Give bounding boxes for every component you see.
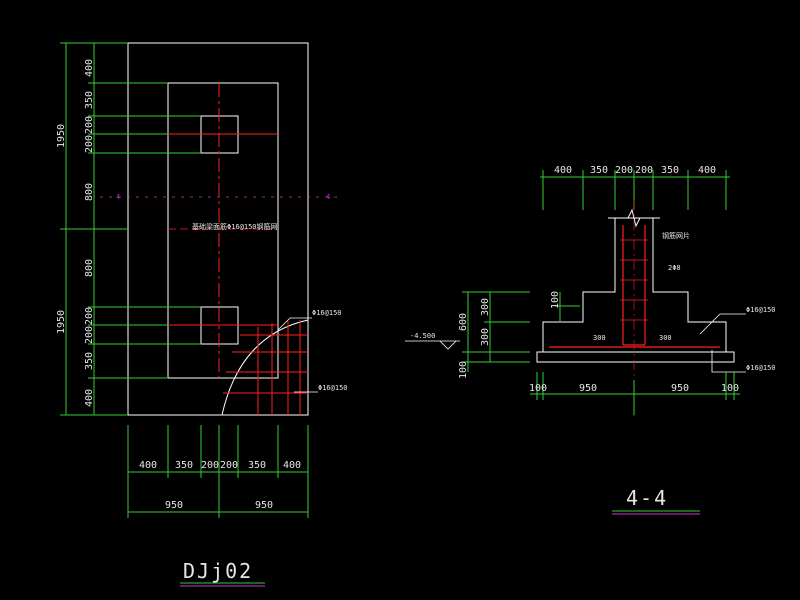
left-dim-top-1: 350: [84, 91, 95, 109]
center-note: 基础梁面筋Φ16@150钢筋网: [192, 222, 278, 231]
bottom-total-1: 950: [255, 500, 273, 511]
sec-bottom-dim-0: 100: [529, 383, 547, 394]
left-dim-top-2: 200: [84, 116, 95, 134]
bottom-total-0: 950: [165, 500, 183, 511]
rebar-right-2: Φ16@150: [746, 364, 776, 372]
sec-step-label: 100: [550, 291, 561, 309]
sec-bottom-dim-2: 950: [671, 383, 689, 394]
sec-top-dim-0: 400: [554, 165, 572, 176]
bottom-dim-lines: [127, 425, 309, 518]
left-dim-lines: [60, 42, 201, 416]
left-total-bottom: 1950: [56, 310, 67, 334]
elev-triangle: [439, 340, 457, 350]
inner-left: 300: [593, 334, 606, 342]
left-dim-bottom-1: 200: [84, 307, 95, 325]
left-dim-bottom-2: 200: [84, 326, 95, 344]
left-total-top: 1950: [56, 124, 67, 148]
pedestal-outline: [167, 82, 279, 379]
left-dim-bottom-0: 800: [84, 259, 95, 277]
sec-leader-2: [711, 350, 746, 373]
break-mark: [608, 208, 660, 228]
left-dim-bottom-3: 350: [84, 352, 95, 370]
sec-top-dim-5: 400: [698, 165, 716, 176]
sec-left-dim-2: 600: [458, 313, 469, 331]
section-top-dim-lines: [540, 170, 730, 210]
rebar-detail: [221, 319, 309, 416]
leader-1b: [277, 317, 291, 331]
plan-view: 4 4 基础梁面筋Φ16@150钢筋网 Φ16@150 Φ16@150: [56, 42, 348, 587]
plan-title: DJj02: [183, 559, 253, 583]
section-bottom-dim-lines: [530, 372, 740, 415]
sec-left-dim-3: 100: [458, 361, 469, 379]
left-dim-top-3: 200: [84, 135, 95, 153]
section-left-dim-lines: [462, 291, 580, 372]
bottom-dim-0: 400: [139, 460, 157, 471]
sec-top-dim-3: 200: [635, 165, 653, 176]
left-dim-top-4: 800: [84, 183, 95, 201]
section-rebar: [549, 225, 720, 348]
bedding-layer: [536, 351, 735, 363]
sec-top-dim-2: 200: [615, 165, 633, 176]
inner-right: 300: [659, 334, 672, 342]
bottom-dim-5: 400: [283, 460, 301, 471]
sec-top-dim-4: 350: [661, 165, 679, 176]
sec-left-dim-1: 300: [480, 328, 491, 346]
sec-bottom-dim-3: 100: [721, 383, 739, 394]
rebar-label-1: Φ16@150: [312, 309, 342, 317]
sec-bottom-dim-1: 950: [579, 383, 597, 394]
rebar-right-1: Φ16@150: [746, 306, 776, 314]
section-mark-left: 4: [116, 193, 120, 201]
bottom-dim-4: 350: [248, 460, 266, 471]
left-dim-top-0: 400: [84, 59, 95, 77]
elev-label: -4.500: [410, 332, 435, 340]
col-note: 钢筋网片: [662, 231, 690, 240]
sec-leader-1: [699, 313, 746, 335]
section-outline: [542, 217, 727, 353]
stirrup-note: 2Φ8: [668, 264, 681, 272]
sec-top-dim-1: 350: [590, 165, 608, 176]
section-title: 4-4: [626, 486, 668, 510]
sec-left-dim-0: 300: [480, 298, 491, 316]
section-view: 400 350 200 200 350 400 钢筋网片 2Φ8 300 3: [405, 165, 776, 515]
rebar-label-2: Φ16@150: [318, 384, 348, 392]
bottom-dim-1: 350: [175, 460, 193, 471]
bottom-dim-2: 200: [201, 460, 219, 471]
left-dim-bottom-4: 400: [84, 389, 95, 407]
bottom-dim-3: 200: [220, 460, 238, 471]
section-mark-right: 4: [326, 193, 330, 201]
